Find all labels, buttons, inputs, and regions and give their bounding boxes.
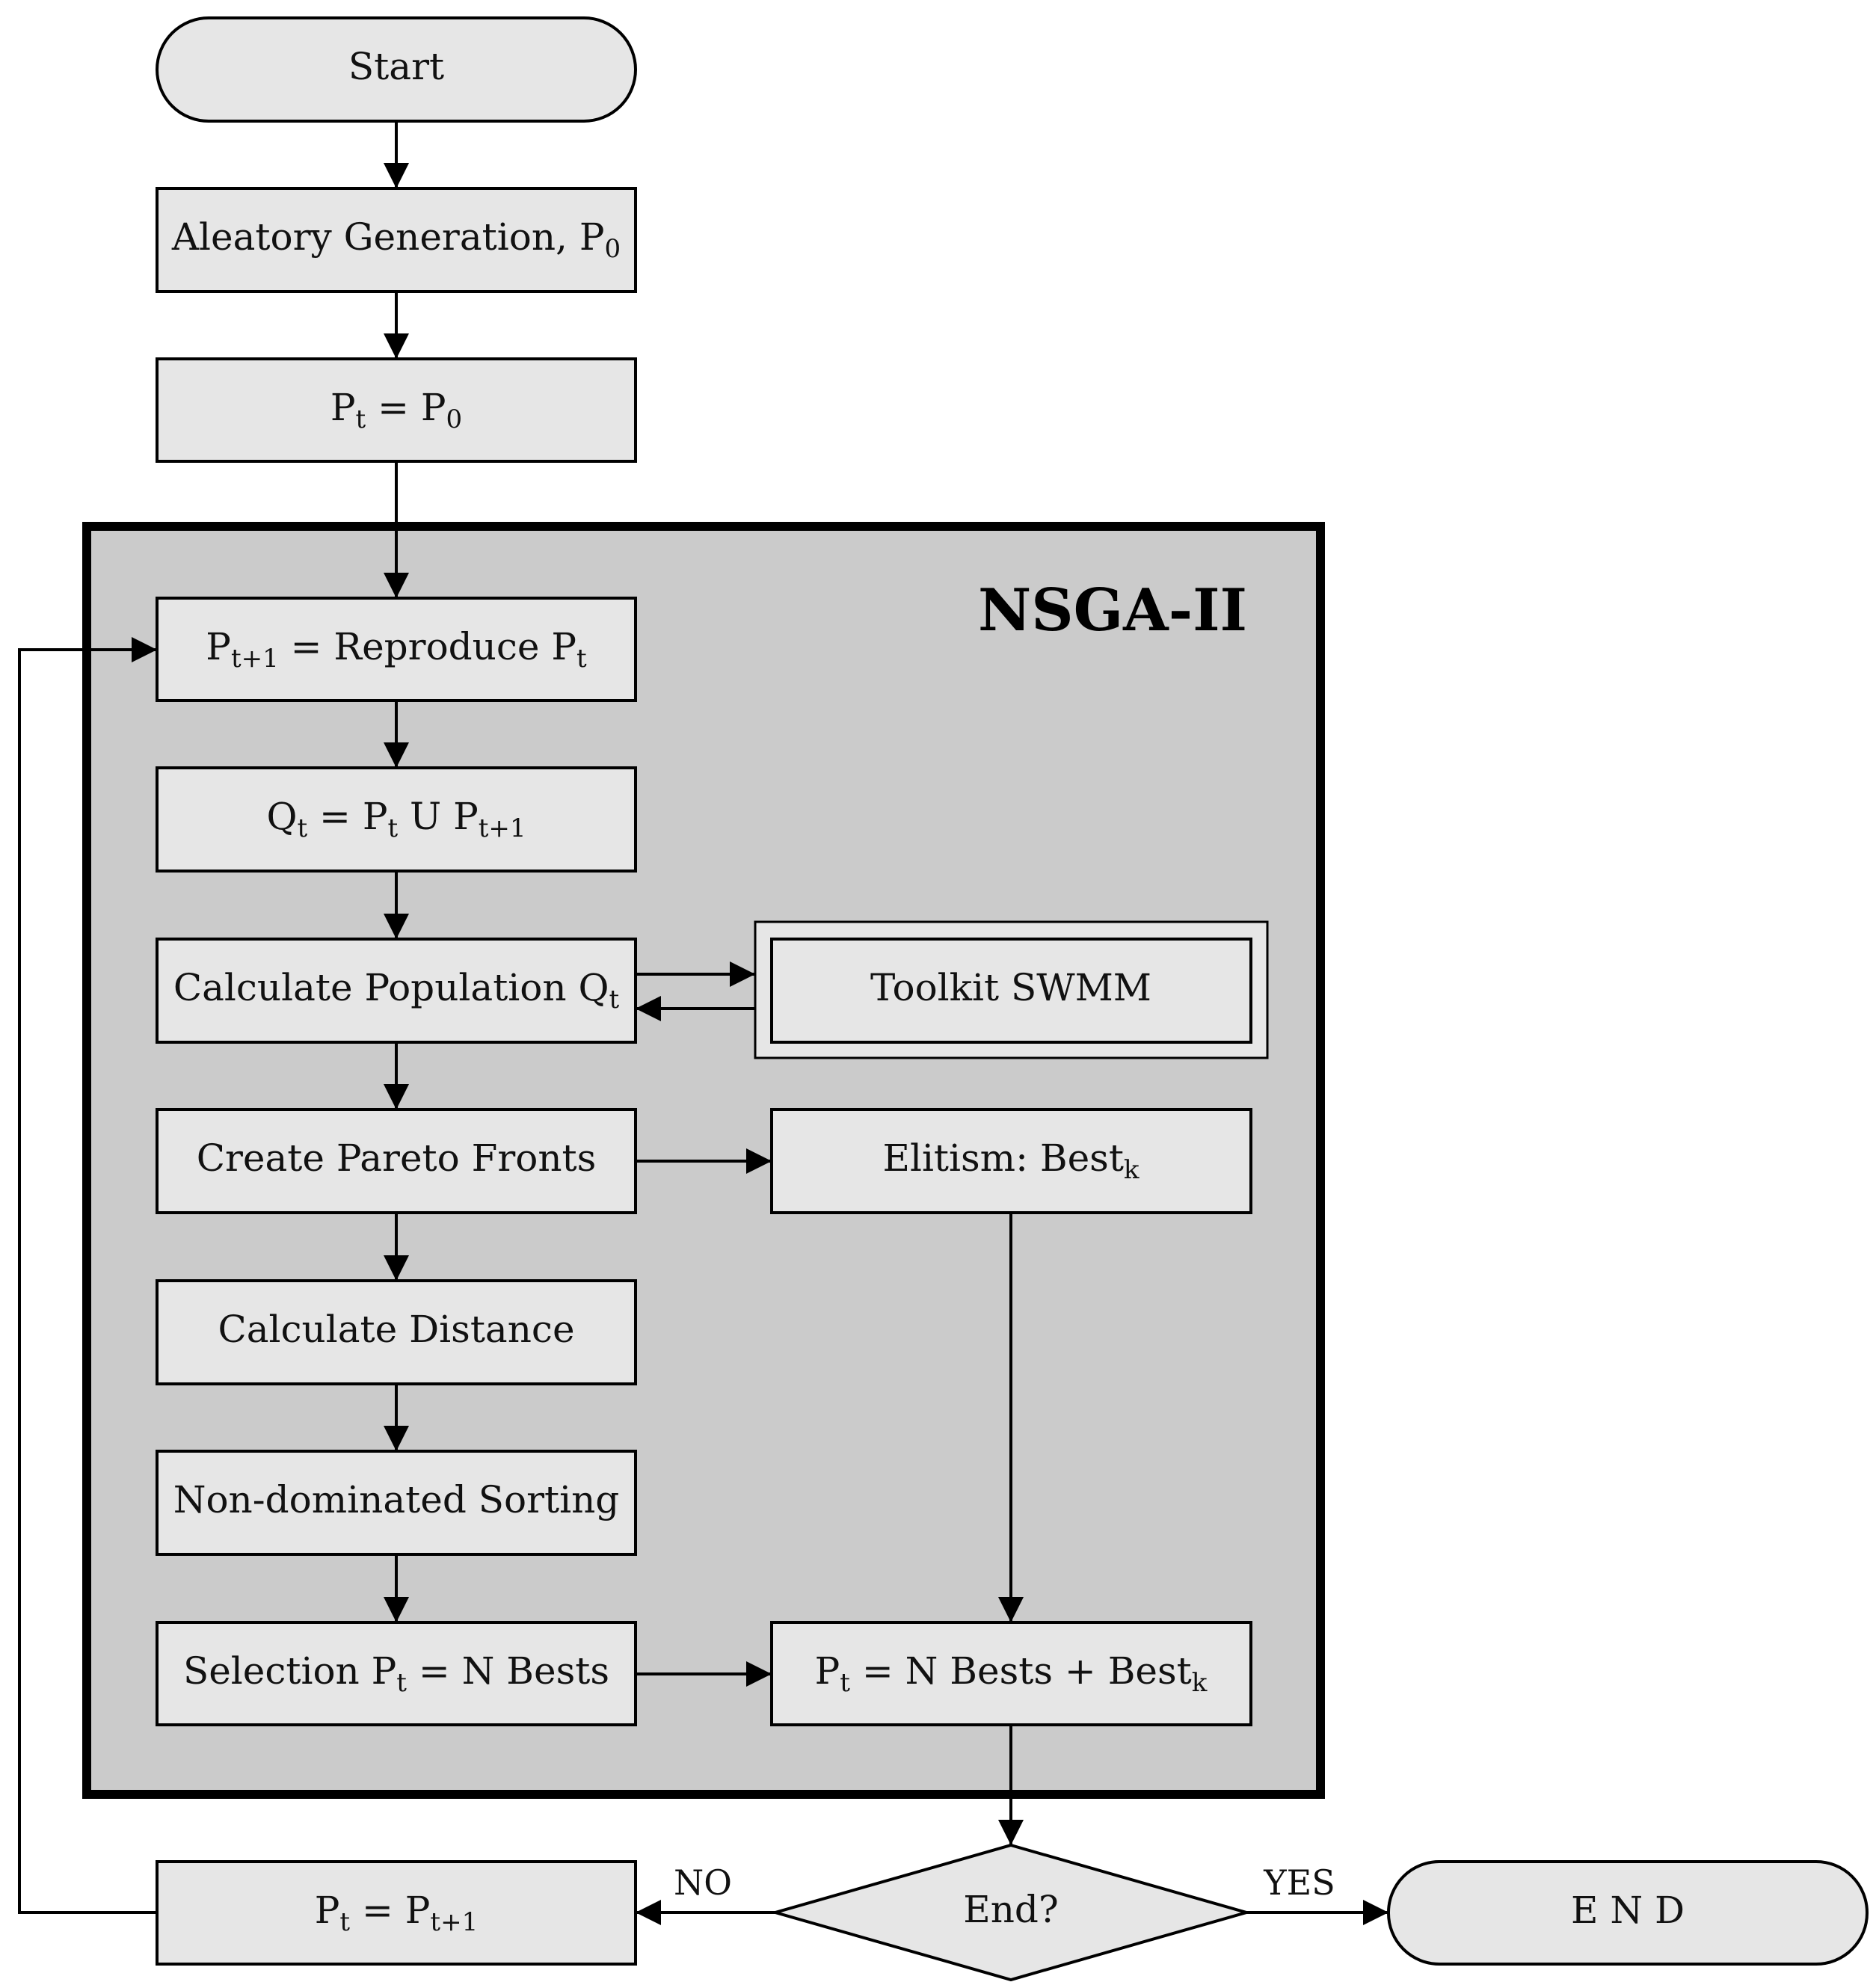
node-union: Qt = Pt U Pt+1 <box>156 766 637 873</box>
node-pareto-fronts: Create Pareto Fronts <box>156 1108 637 1214</box>
edge-ptnext-loop-reproduce <box>18 637 157 1914</box>
node-start: Start <box>156 16 637 123</box>
node-elitism: Elitism: Bestk <box>770 1108 1252 1214</box>
edges <box>18 121 1388 1925</box>
node-selection-label: Selection Pt = N Bests <box>183 1649 609 1698</box>
node-calculate-population: Calculate Population Qt <box>156 938 637 1044</box>
node-decision-label: End? <box>963 1888 1059 1931</box>
node-union-label: Qt = Pt U Pt+1 <box>266 795 526 843</box>
node-pt-equals-p0: Pt = P0 <box>156 357 637 463</box>
node-start-label: Start <box>348 45 444 88</box>
node-pt-equals-pt1: Pt = Pt+1 <box>156 1860 637 1966</box>
node-end-label: E N D <box>1571 1889 1685 1932</box>
node-non-dominated-sorting: Non-dominated Sorting <box>156 1450 637 1556</box>
node-combine-label: Pt = N Bests + Bestk <box>815 1649 1208 1698</box>
node-toolkit-swmm: Toolkit SWMM <box>754 920 1269 1059</box>
node-pt-next-label: Pt = Pt+1 <box>315 1889 478 1937</box>
node-toolkit-label: Toolkit SWMM <box>870 966 1151 1009</box>
edge-label-no: NO <box>674 1862 732 1903</box>
node-pareto-label: Create Pareto Fronts <box>197 1136 597 1180</box>
node-end: E N D <box>1387 1860 1869 1966</box>
container-title: NSGA-II <box>978 576 1247 644</box>
node-combine: Pt = N Bests + Bestk <box>770 1621 1252 1726</box>
node-sorting-label: Non-dominated Sorting <box>173 1478 620 1521</box>
node-pt-p0-label: Pt = P0 <box>330 386 462 434</box>
node-aleatory-generation: Aleatory Generation, P0 <box>156 187 637 293</box>
edge-label-yes: YES <box>1263 1862 1335 1903</box>
node-selection: Selection Pt = N Bests <box>156 1621 637 1726</box>
node-reproduce: Pt+1 = Reproduce Pt <box>156 597 637 702</box>
node-calculate-distance: Calculate Distance <box>156 1279 637 1385</box>
node-reproduce-label: Pt+1 = Reproduce Pt <box>206 625 587 674</box>
node-distance-label: Calculate Distance <box>218 1308 574 1351</box>
node-calc-pop-label: Calculate Population Qt <box>173 966 620 1015</box>
node-end-decision: End? <box>769 1843 1252 1982</box>
node-elitism-label: Elitism: Bestk <box>882 1136 1139 1185</box>
node-aleatory-label: Aleatory Generation, P0 <box>171 215 621 264</box>
